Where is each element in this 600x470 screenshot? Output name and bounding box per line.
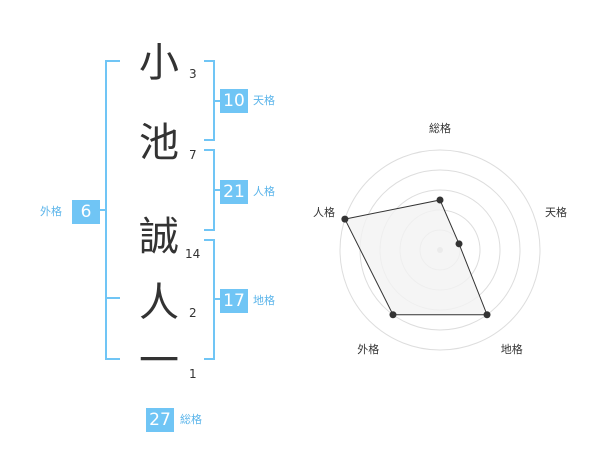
stroke-count-1: 3 <box>189 67 197 81</box>
tenkaku-label: 天格 <box>253 94 275 107</box>
radar-axis-label-2: 天格 <box>545 206 568 220</box>
stroke-count-4: 2 <box>189 306 197 320</box>
radar-axis-label-3: 地格 <box>500 342 523 356</box>
stroke-count-2: 7 <box>189 148 197 162</box>
name-char-4: 人 <box>139 280 179 326</box>
radar-point-4 <box>389 311 397 319</box>
radar-grid-ring <box>339 149 541 351</box>
chikaku-label: 地格 <box>253 294 275 307</box>
jinkaku-label: 人格 <box>253 185 275 198</box>
tenkaku-value: 10 <box>220 89 248 113</box>
chikaku-value: 17 <box>220 289 248 313</box>
soukaku-value: 27 <box>146 408 174 432</box>
stroke-count-3: 14 <box>185 247 201 261</box>
name-char-5: 一 <box>139 338 179 384</box>
radar-point-3 <box>483 311 491 319</box>
gaikaku-value: 6 <box>72 200 100 224</box>
radar-point-5 <box>341 215 349 223</box>
radar-point-1 <box>436 196 444 204</box>
gaikaku-label: 外格 <box>40 205 62 218</box>
jinkaku-value: 21 <box>220 180 248 204</box>
radar-axis-label-5: 人格 <box>312 206 335 220</box>
radar-series-polygon <box>344 199 488 316</box>
name-char-1: 小 <box>139 40 179 86</box>
radar-axis-label-4: 外格 <box>357 342 380 356</box>
name-char-3: 誠 <box>139 214 179 260</box>
radar-point-2 <box>455 240 463 248</box>
soukaku-label: 総格 <box>180 413 202 426</box>
name-char-2: 池 <box>139 120 179 166</box>
stroke-count-5: 1 <box>189 367 197 381</box>
radar-axis-label-1: 総格 <box>429 122 451 135</box>
